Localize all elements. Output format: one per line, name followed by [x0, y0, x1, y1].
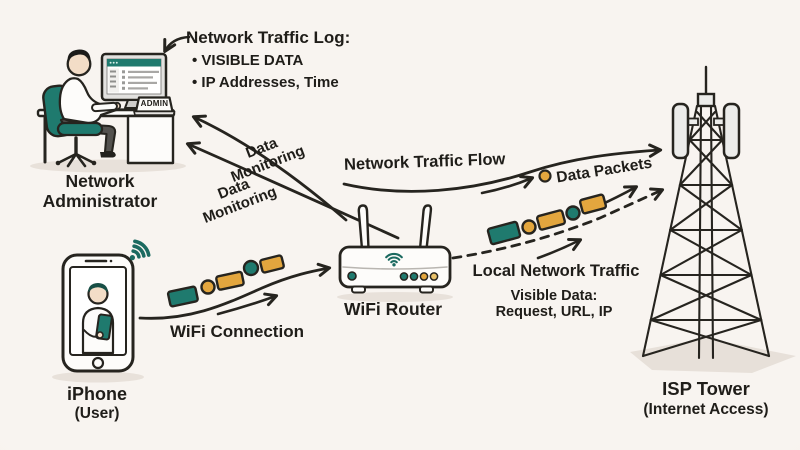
iphone-label: iPhone — [66, 384, 127, 404]
local-network-traffic-label: Local Network Traffic — [472, 262, 640, 280]
data-packets-router-tower — [486, 193, 608, 246]
local-traffic-small-arrow-lower — [536, 237, 583, 260]
admin-label: Network Administrator — [42, 171, 158, 211]
isp-tower-label: ISP Tower — [662, 378, 750, 399]
router-illustration — [338, 204, 452, 294]
isp-tower-sublabel: (Internet Access) — [643, 401, 769, 418]
data-packet-dot — [538, 169, 552, 183]
traffic-log-item: • IP Addresses, Time — [192, 74, 339, 91]
data-monitoring-arrow-upper — [191, 114, 348, 222]
admin-person — [56, 49, 122, 158]
admin-badge-plate — [133, 96, 176, 116]
traffic-log-title: Network Traffic Log: — [186, 28, 351, 47]
traffic-log-item: • VISIBLE DATA — [192, 52, 304, 69]
flow-small-arrow — [480, 175, 535, 195]
local-traffic-dashed-line — [451, 187, 665, 260]
admin-desk — [36, 108, 176, 165]
wifi-connection-label: WiFi Connection — [170, 322, 304, 341]
network-traffic-flow-arrow — [342, 143, 663, 193]
visible-data-label: Visible Data: — [510, 288, 598, 304]
wifi-signal-icon — [129, 239, 151, 261]
phone-user-figure — [81, 283, 115, 355]
iphone-sublabel: (User) — [74, 405, 120, 422]
iphone-illustration — [61, 253, 135, 373]
keyboard — [91, 101, 118, 113]
admin-badge-text: ADMIN — [140, 98, 169, 108]
data-monitoring-arrow-lower — [185, 141, 400, 240]
router-label: WiFi Router — [343, 299, 443, 319]
tower-illustration — [641, 65, 771, 360]
wifi-connection-small-arrow — [216, 292, 279, 316]
visible-data-values: Request, URL, IP — [495, 304, 613, 320]
router-wifi-icon — [385, 252, 403, 267]
traffic-log-callout-arrow — [163, 35, 191, 54]
wifi-connection-line — [138, 262, 332, 320]
data-packets-phone-router — [166, 254, 285, 308]
